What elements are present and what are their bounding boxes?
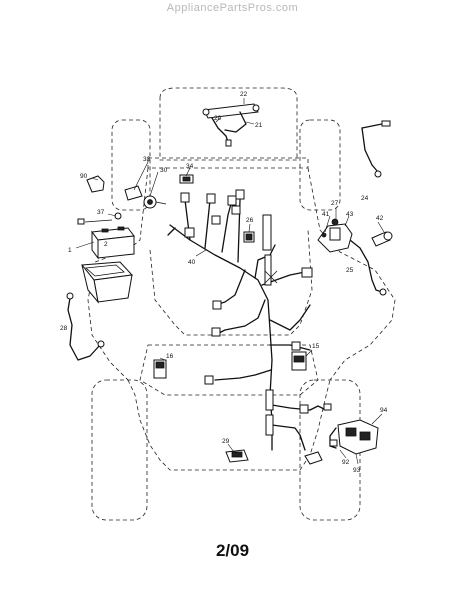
- switch-16: [153, 359, 167, 379]
- battery: [77, 218, 135, 260]
- ignition-switch-30: [143, 195, 167, 209]
- callout-90: 90: [80, 173, 88, 180]
- page-number: 2/09: [215, 541, 250, 560]
- callout-15: 15: [312, 343, 320, 350]
- callout-28: 28: [60, 325, 68, 332]
- part-34: [179, 174, 194, 184]
- headlight-harness: [202, 103, 260, 147]
- callout-27: 27: [331, 200, 339, 207]
- switch-33: [124, 185, 143, 201]
- callout-2: 2: [104, 241, 108, 248]
- part-26: [243, 231, 255, 243]
- callout-37: 37: [97, 209, 105, 216]
- callout-33: 33: [143, 156, 151, 163]
- connector-lower: [304, 403, 332, 465]
- part-90: [86, 175, 105, 193]
- callout-30: 30: [160, 167, 168, 174]
- wiring-harness: [167, 189, 313, 451]
- callout-29: 29: [222, 438, 230, 445]
- callout-34: 34: [186, 163, 194, 170]
- callout-40: 40: [188, 259, 196, 266]
- module-92-94: [329, 419, 379, 455]
- callout-41: 41: [322, 211, 330, 218]
- callout-20: 20: [214, 115, 222, 122]
- battery-tray: [81, 261, 134, 304]
- callout-16: 16: [166, 353, 174, 360]
- cable-25: [349, 239, 387, 296]
- watermark: AppliancePartsPros.com: [166, 2, 299, 14]
- callout-94: 94: [380, 407, 388, 414]
- starter-solenoid: [317, 218, 353, 253]
- callout-42: 42: [376, 215, 384, 222]
- switch-29: [225, 449, 249, 463]
- callout-92: 92: [342, 459, 350, 466]
- callout-93: 93: [353, 467, 361, 474]
- callout-22: 22: [240, 91, 248, 98]
- callout-26: 26: [246, 217, 254, 224]
- switch-15: [291, 351, 307, 371]
- callout-24: 24: [361, 195, 369, 202]
- leader-lines: [75, 98, 385, 465]
- callout-43: 43: [346, 211, 354, 218]
- callout-1: 1: [68, 247, 72, 254]
- battery-cable-28: [66, 292, 105, 361]
- cable-24: [361, 120, 391, 178]
- callout-21: 21: [255, 122, 263, 129]
- part-42: [371, 231, 393, 247]
- callout-25: 25: [346, 267, 354, 274]
- callout-labels: 1 2 90 33 30 34 37 40 26 27 41 43 42 24 …: [60, 91, 388, 474]
